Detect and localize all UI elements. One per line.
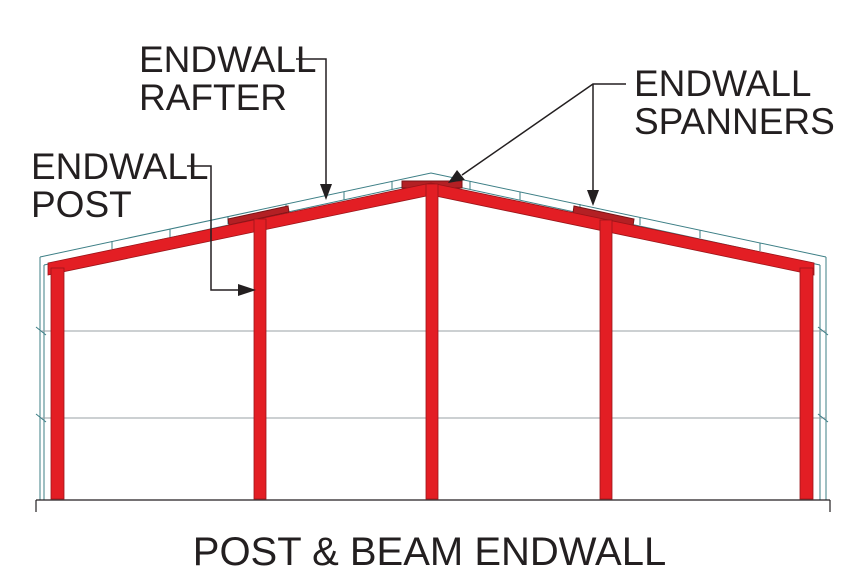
corner-post-right [799, 267, 814, 500]
base-line [35, 499, 831, 512]
rafter-label-line-2: RAFTER [139, 77, 287, 118]
spanner-arrowhead-left [448, 170, 465, 183]
post-label-line-1: ENDWALL [31, 146, 209, 187]
spanners-label-line-2: SPANNERS [634, 101, 835, 142]
diagram-caption: POST & BEAM ENDWALL [192, 530, 667, 574]
endwall-post-label: ENDWALL POST [31, 148, 209, 224]
endwall-post-center [425, 183, 439, 500]
corner-post-left [50, 267, 65, 500]
endwall-posts [50, 183, 814, 500]
spanners-label-line-1: ENDWALL [634, 63, 812, 104]
leader-lines [187, 58, 626, 291]
rafter-leader [296, 58, 327, 187]
rafter-arrowhead [320, 184, 332, 200]
endwall-spanners-label: ENDWALL SPANNERS [634, 65, 835, 141]
spanner-arrowhead-right [587, 190, 599, 206]
post-arrowhead [238, 284, 256, 296]
endwall-post-3 [599, 219, 613, 500]
endwall-rafter-right [430, 182, 815, 276]
post-label-line-2: POST [31, 184, 132, 225]
rafter-label-line-1: ENDWALL [139, 39, 317, 80]
post-leader [187, 165, 243, 291]
spanner-leader-left [461, 83, 626, 176]
endwall-post-1 [253, 218, 267, 500]
spanner-left [227, 205, 290, 226]
endwall-rafter-label: ENDWALL RAFTER [139, 41, 317, 117]
leader-arrowheads [238, 170, 599, 296]
girt-end-marks [35, 326, 829, 423]
